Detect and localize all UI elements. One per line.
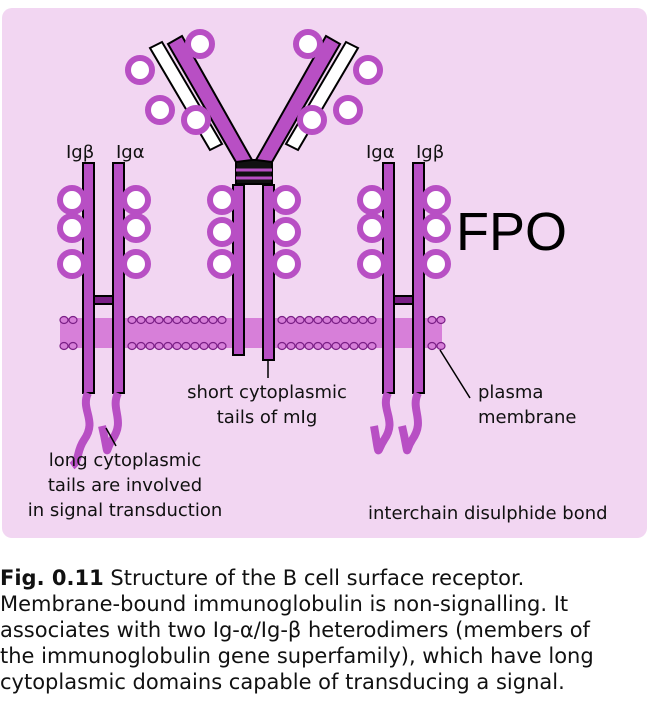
lipid-head bbox=[128, 343, 136, 350]
disulphide-bond-label: interchain disulphide bond bbox=[368, 503, 608, 524]
lipid-head bbox=[69, 317, 77, 324]
fpo-mark: FPO bbox=[456, 202, 567, 262]
lipid-head bbox=[278, 343, 286, 350]
lipid-head bbox=[368, 343, 376, 350]
lipid-head bbox=[164, 343, 172, 350]
lipid-head bbox=[437, 317, 445, 324]
lipid-head bbox=[191, 343, 199, 350]
lipid-head bbox=[296, 343, 304, 350]
b-cell-receptor-diagram: Igβ Igα Igα Igβ FPO short cytoplasmic ta… bbox=[0, 0, 649, 540]
lipid-head bbox=[182, 317, 190, 324]
lipid-head bbox=[218, 317, 226, 324]
caption-line-3: associates with two Ig-α/Ig-β heterodime… bbox=[0, 617, 640, 643]
lipid-head bbox=[428, 317, 436, 324]
lipid-head bbox=[359, 317, 367, 324]
lipid-head bbox=[341, 343, 349, 350]
lipid-head bbox=[146, 343, 154, 350]
label-right-alpha: Igα bbox=[366, 142, 395, 163]
lipid-head bbox=[209, 317, 217, 324]
caption-line-5: cytoplasmic domains capable of transduci… bbox=[0, 669, 640, 695]
lipid-head bbox=[296, 317, 304, 324]
lipid-head bbox=[314, 317, 322, 324]
lipid-head bbox=[368, 317, 376, 324]
lipid-head bbox=[305, 317, 313, 324]
lipid-head bbox=[428, 343, 436, 350]
lipid-head bbox=[69, 343, 77, 350]
short-tails-label-2: tails of mIg bbox=[217, 407, 318, 428]
label-left-beta: Igβ bbox=[66, 142, 94, 163]
lipid-head bbox=[182, 343, 190, 350]
lipid-head bbox=[60, 317, 68, 324]
lipid-head bbox=[332, 317, 340, 324]
lipid-head bbox=[164, 317, 172, 324]
plasma-membrane-label-1: plasma bbox=[478, 382, 543, 403]
lipid-head bbox=[287, 343, 295, 350]
short-tails-label-1: short cytoplasmic bbox=[187, 382, 347, 403]
lipid-head bbox=[191, 317, 199, 324]
lipid-head bbox=[323, 317, 331, 324]
lipid-head bbox=[323, 343, 331, 350]
lipid-head bbox=[60, 343, 68, 350]
caption-line-2: Membrane-bound immunoglobulin is non-sig… bbox=[0, 591, 640, 617]
lipid-head bbox=[137, 343, 145, 350]
caption-line-1: Fig. 0.11 Structure of the B cell surfac… bbox=[0, 565, 640, 591]
lipid-head bbox=[200, 317, 208, 324]
plasma-membrane-label-2: membrane bbox=[478, 407, 576, 428]
lipid-head bbox=[128, 317, 136, 324]
lipid-head bbox=[209, 343, 217, 350]
lipid-head bbox=[173, 343, 181, 350]
lipid-head bbox=[155, 317, 163, 324]
lipid-head bbox=[341, 317, 349, 324]
lipid-head bbox=[332, 343, 340, 350]
lipid-head bbox=[287, 317, 295, 324]
lipid-head bbox=[437, 343, 445, 350]
lipid-head bbox=[218, 343, 226, 350]
lipid-head bbox=[350, 343, 358, 350]
lipid-head bbox=[146, 317, 154, 324]
long-tails-label-1: long cytoplasmic bbox=[49, 450, 201, 471]
caption-line-4: the immunoglobulin gene superfamily), wh… bbox=[0, 643, 640, 669]
lipid-head bbox=[278, 317, 286, 324]
caption-title: Structure of the B cell surface receptor… bbox=[110, 566, 524, 590]
long-tails-label-3: in signal transduction bbox=[28, 500, 223, 521]
label-left-alpha: Igα bbox=[116, 142, 145, 163]
lipid-head bbox=[137, 317, 145, 324]
lipid-head bbox=[305, 343, 313, 350]
lipid-head bbox=[200, 343, 208, 350]
lipid-head bbox=[155, 343, 163, 350]
label-right-beta: Igβ bbox=[416, 142, 444, 163]
lipid-head bbox=[173, 317, 181, 324]
long-tails-label-2: tails are involved bbox=[48, 475, 202, 496]
lipid-head bbox=[314, 343, 322, 350]
lipid-head bbox=[350, 317, 358, 324]
figure-caption: Fig. 0.11 Structure of the B cell surfac… bbox=[0, 565, 640, 695]
caption-figure-label: Fig. 0.11 bbox=[0, 566, 104, 590]
lipid-head bbox=[359, 343, 367, 350]
